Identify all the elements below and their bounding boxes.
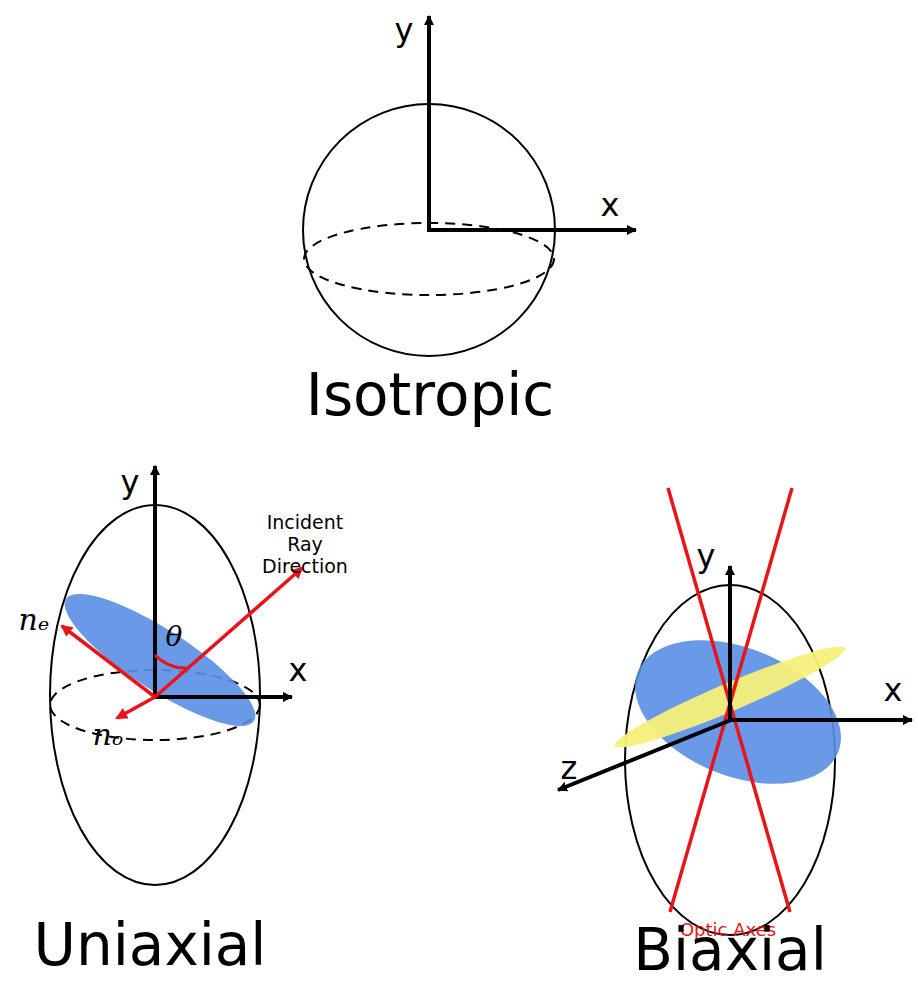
axis-label: x xyxy=(884,672,903,709)
angle-label: θ xyxy=(166,621,183,653)
axis-label: y xyxy=(697,538,716,575)
axis-label: z xyxy=(561,750,578,787)
ray-label: Incident Ray Direction xyxy=(250,512,360,578)
panel-caption: Isotropic xyxy=(306,362,554,429)
axis-label: x xyxy=(601,187,620,224)
axis-label: x xyxy=(289,652,308,689)
axis-label: y xyxy=(395,12,414,49)
panel-caption: Biaxial xyxy=(633,917,827,984)
index-label: nₑ xyxy=(19,603,50,638)
panel-caption: Uniaxial xyxy=(34,912,267,979)
axis-label: y xyxy=(121,464,140,501)
index-label: nₒ xyxy=(93,718,124,753)
